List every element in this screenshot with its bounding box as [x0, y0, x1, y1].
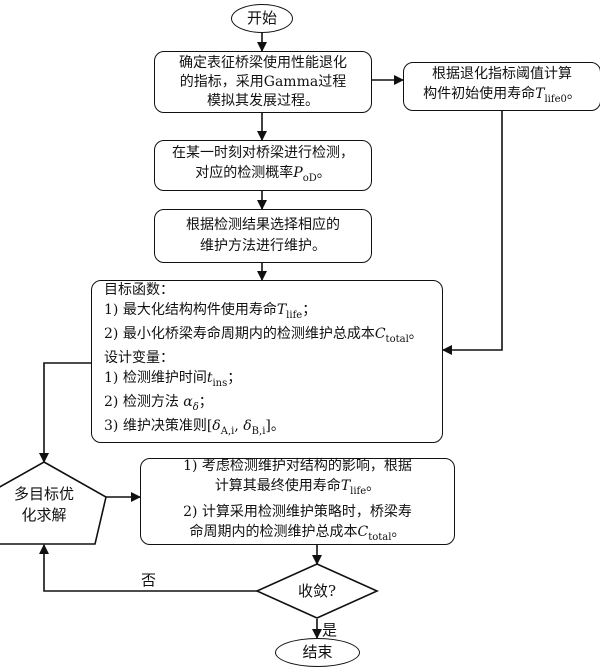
yes-label: 是: [322, 621, 338, 639]
no-label: 否: [141, 571, 157, 589]
step-define-indicator: 确定表征桥梁使用性能退化 的指标，采用Gamma过程 模拟其发展过程。: [154, 51, 372, 113]
arrow-no-to-pentagon: [39, 544, 257, 592]
pentagon-line-1: 多目标优: [13, 485, 74, 503]
start-label: 开始: [246, 9, 277, 27]
start-terminal: 开始: [231, 4, 293, 33]
objectives-heading: 目标函数：: [104, 282, 174, 299]
variable-1: 1) 检测维护时间tins；: [104, 369, 242, 389]
end-label: 结束: [302, 643, 333, 661]
converge-decision: 收敛?: [267, 580, 367, 602]
variables-heading: 设计变量：: [104, 350, 174, 367]
side-line-2: 构件初始使用寿命Tlife0。: [423, 85, 581, 105]
step2-line-2: 对应的检测概率PoD。: [195, 164, 331, 184]
step-inspection: 在某一时刻对桥梁进行检测， 对应的检测概率PoD。: [154, 140, 372, 191]
converge-label: 收敛?: [297, 581, 337, 600]
pentagon-line-2: 化求解: [21, 506, 67, 524]
step3-line-1: 根据检测结果选择相应的: [186, 217, 340, 233]
consider-line-2: 计算其最终使用寿命Tlife。: [214, 477, 381, 497]
step1-line-1: 确定表征桥梁使用性能退化: [179, 54, 347, 71]
side-line-1: 根据退化指标阈值计算: [432, 65, 572, 82]
arrow-side-to-objectives: [442, 111, 503, 355]
objectives-box: 目标函数： 1) 最大化结构构件使用寿命Tlife； 2) 最小化桥梁寿命周期内…: [91, 280, 443, 443]
optimization-pentagon: 多目标优 化求解: [0, 480, 90, 530]
step1-line-3: 模拟其发展过程。: [207, 92, 319, 109]
step2-line-1: 在某一时刻对桥梁进行检测，: [172, 144, 354, 161]
consider-line-1: 1) 考虑检测维护对结构的影响，根据: [183, 457, 412, 474]
step-evaluate-strategy: 1) 考虑检测维护对结构的影响，根据 计算其最终使用寿命Tlife。 2) 计算…: [140, 458, 455, 545]
step-maintenance: 根据检测结果选择相应的 维护方法进行维护。: [154, 209, 372, 263]
step1-line-2: 的指标，采用Gamma过程: [179, 73, 347, 90]
pentagon-shape: [0, 461, 107, 545]
consider-line-4: 命周期内的检测维护总成本Ctotal。: [189, 523, 406, 543]
step-initial-life: 根据退化指标阈值计算 构件初始使用寿命Tlife0。: [403, 62, 600, 111]
objective-1: 1) 最大化结构构件使用寿命Tlife；: [104, 301, 317, 321]
arrow-objectives-to-pentagon: [39, 362, 91, 463]
consider-line-3: 2) 计算采用检测维护策略时，桥梁寿: [183, 503, 412, 520]
variable-3: 3) 维护决策准则[δA,i, δB,i]。: [104, 418, 285, 438]
objective-2: 2) 最小化桥梁寿命周期内的检测维护总成本Ctotal。: [104, 326, 423, 345]
step3-line-2: 维护方法进行维护。: [200, 238, 326, 254]
end-terminal: 结束: [275, 638, 360, 667]
decision-diamond-shape: [255, 563, 379, 619]
variable-2: 2) 检测方法 αδ；: [104, 394, 213, 413]
